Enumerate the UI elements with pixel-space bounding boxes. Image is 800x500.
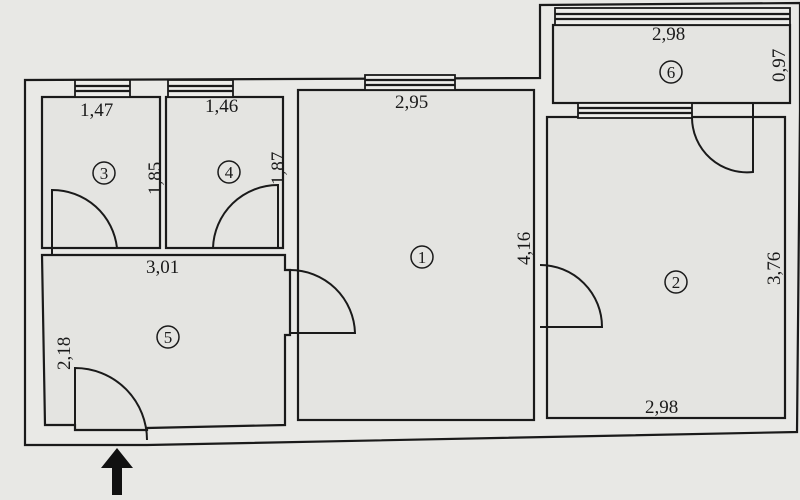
room-1-width: 2,95: [395, 92, 428, 113]
room-6-length: 0,97: [769, 49, 790, 82]
window: [74, 79, 131, 98]
entrance-door: [74, 366, 148, 441]
room-2: [545, 115, 787, 420]
room-4-width: 1,46: [205, 96, 238, 117]
room-2-length: 3,76: [764, 252, 785, 285]
arrow-up-icon: [101, 448, 133, 495]
room-2-number: 2: [672, 273, 681, 292]
room-3-number: 3: [100, 164, 109, 183]
room-6-number: 6: [667, 63, 676, 82]
room-4-number: 4: [225, 163, 234, 182]
window: [364, 74, 456, 91]
door-room-1: [289, 269, 357, 334]
door-room-2: [539, 264, 604, 328]
room-5-number: 5: [164, 328, 173, 347]
door-room-6: [691, 103, 754, 174]
room-1: [296, 88, 536, 422]
window: [577, 102, 693, 119]
window: [167, 79, 234, 98]
room-1-number: 1: [418, 248, 427, 267]
room-5-length: 2,18: [54, 337, 75, 370]
door-room-4: [212, 183, 279, 249]
room-4-length: 1,87: [268, 152, 289, 185]
door-room-3: [51, 188, 118, 255]
room-5-width: 3,01: [146, 257, 179, 278]
room-6-width: 2,98: [652, 24, 685, 45]
room-2-width: 2,98: [645, 397, 678, 418]
room-3-length: 1,85: [145, 162, 166, 195]
window: [554, 7, 791, 26]
room-3: [40, 95, 162, 250]
room-4: [164, 95, 285, 250]
room-6: [551, 23, 792, 105]
room-3-width: 1,47: [80, 100, 113, 121]
room-1-length: 4,16: [514, 232, 535, 265]
